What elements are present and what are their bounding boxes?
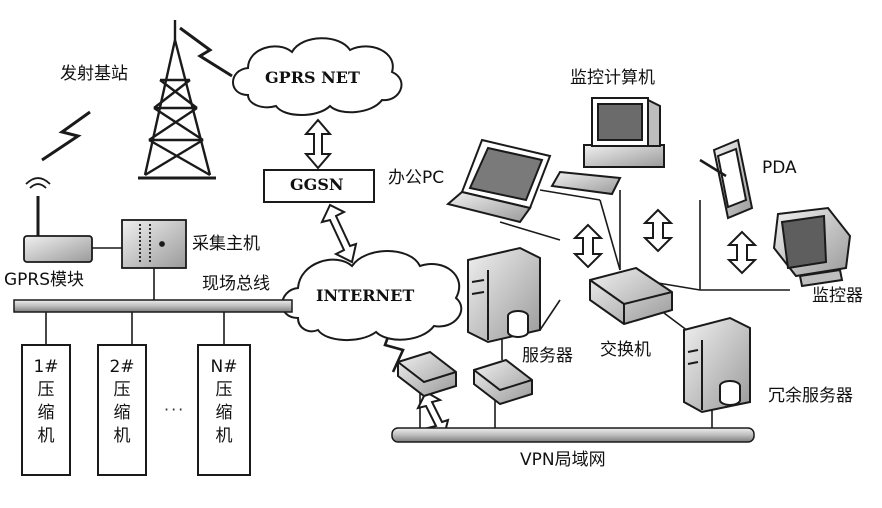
collector-host-device	[121, 219, 187, 269]
compressor-n-char1: 压	[215, 379, 233, 400]
office-pc-laptop	[445, 138, 552, 224]
compressor-2-char2: 缩	[113, 402, 131, 423]
label-office-pc: 办公PC	[388, 168, 445, 188]
label-internet: INTERNET	[316, 286, 415, 305]
compressor-1-char3: 机	[37, 425, 55, 446]
compressor-1-char1: 压	[37, 379, 55, 400]
double-arrows	[303, 118, 758, 438]
label-monitor-computer: 监控计算机	[570, 68, 655, 88]
label-gprs-net: GPRS NET	[265, 68, 360, 87]
label-ggsn: GGSN	[290, 175, 344, 194]
compressor-2-id: 2#	[109, 357, 135, 377]
monitor-computer-device	[550, 97, 665, 196]
compressor-2-char3: 机	[113, 425, 131, 446]
compressor-n-char3: 机	[215, 425, 233, 446]
label-switch: 交换机	[600, 340, 651, 360]
label-base-station: 发射基站	[60, 64, 128, 84]
compressor-ellipsis: ···	[164, 400, 186, 419]
pda-device	[699, 138, 754, 220]
compressor-2-label: 2# 压 缩 机	[102, 356, 142, 448]
compressor-cabinets	[21, 344, 251, 476]
gprs-net-cloud	[232, 37, 403, 116]
label-monitor: 监控器	[812, 286, 863, 306]
label-gprs-module: GPRS模块	[4, 270, 85, 290]
compressor-n-id: N#	[210, 357, 238, 377]
label-field-bus: 现场总线	[202, 274, 270, 294]
lan-routers	[397, 350, 533, 406]
label-server: 服务器	[522, 346, 573, 366]
base-station-tower	[138, 20, 216, 180]
compressor-1-id: 1#	[33, 357, 59, 377]
label-collector-host: 采集主机	[192, 234, 260, 254]
compressor-n-char2: 缩	[215, 402, 233, 423]
redundant-server-device	[683, 316, 751, 414]
compressor-2-char1: 压	[113, 379, 131, 400]
field-bus	[13, 299, 293, 313]
vpn-lan-bus	[391, 427, 755, 443]
gprs-module-device	[23, 177, 93, 263]
server-device	[467, 246, 541, 344]
compressor-1-label: 1# 压 缩 机	[26, 356, 66, 448]
ggsn-box	[263, 169, 375, 203]
monitor-crt-device	[772, 206, 852, 288]
internet-cloud	[281, 250, 463, 342]
compressor-1-char2: 缩	[37, 402, 55, 423]
label-redundant-server: 冗余服务器	[768, 386, 853, 406]
label-pda: PDA	[762, 158, 797, 178]
label-vpn-lan: VPN局域网	[520, 450, 606, 470]
compressor-n-label: N# 压 缩 机	[204, 356, 244, 448]
switch-device	[589, 266, 673, 326]
